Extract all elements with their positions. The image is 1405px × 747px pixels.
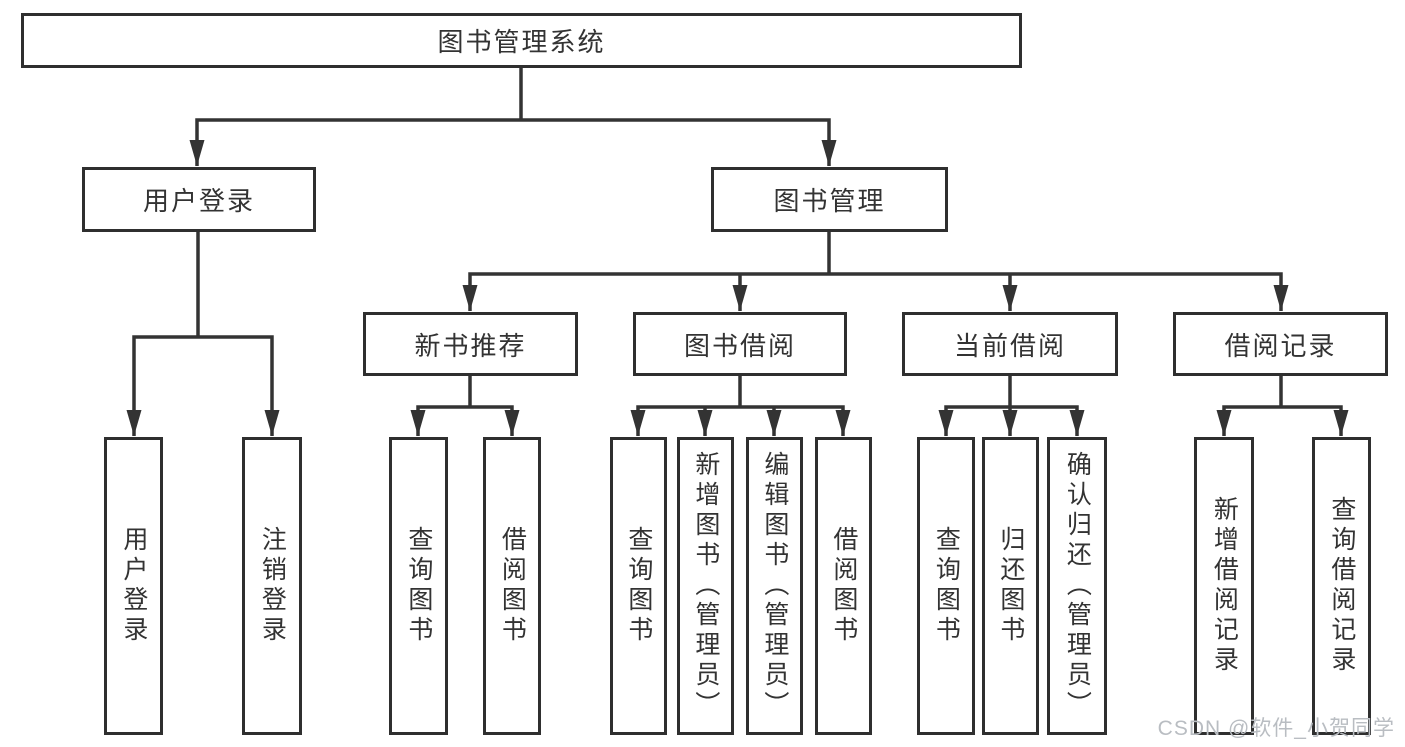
node-root-label: 图书管理系统	[437, 27, 606, 57]
leaf-add-borrow-record-label: 新增借阅记录	[1210, 496, 1239, 676]
node-new-book-recommend-label: 新书推荐	[414, 330, 527, 361]
node-borrow-records-label: 借阅记录	[1224, 330, 1337, 361]
arrowheads	[126, 140, 1349, 436]
arrow-icon	[1069, 410, 1085, 436]
edge-new-book-rail	[416, 374, 514, 436]
leaf-query-books-current: 查询图书	[917, 437, 975, 735]
node-current-borrow: 当前借阅	[902, 312, 1118, 376]
arrow-icon	[630, 410, 646, 436]
leaf-borrow-books-recommend-label: 借阅图书	[498, 526, 527, 646]
edge-level1-rail	[195, 118, 831, 166]
leaf-query-books-borrow: 查询图书	[610, 437, 667, 735]
edge-user-login-rail	[132, 335, 274, 436]
node-new-book-recommend: 新书推荐	[363, 312, 578, 376]
arrow-icon	[835, 410, 851, 436]
arrow-icon	[732, 285, 748, 311]
leaf-query-books-recommend-label: 查询图书	[404, 526, 433, 646]
leaf-return-books: 归还图书	[982, 437, 1039, 735]
leaf-confirm-return-admin: 确认归还（管理员）	[1047, 437, 1107, 735]
edge-borrow-records-rail	[1222, 374, 1343, 436]
arrow-icon	[410, 410, 426, 436]
leaf-add-books-admin: 新增图书（管理员）	[677, 437, 734, 735]
node-book-management: 图书管理	[711, 167, 948, 232]
edge-book-borrow-rail	[636, 374, 845, 436]
node-book-management-label: 图书管理	[773, 186, 886, 216]
leaf-borrow-books-recommend: 借阅图书	[483, 437, 541, 735]
leaf-borrow-books-label: 借阅图书	[829, 526, 858, 646]
node-user-login-group: 用户登录	[82, 167, 316, 232]
arrow-icon	[766, 410, 782, 436]
leaf-edit-books-admin: 编辑图书（管理员）	[746, 437, 803, 735]
leaf-user-login: 用户登录	[104, 437, 163, 735]
leaf-logout-label: 注销登录	[258, 526, 287, 646]
leaf-user-login-label: 用户登录	[119, 526, 148, 646]
leaf-query-books-current-label: 查询图书	[932, 526, 961, 646]
csdn-watermark: CSDN @软件_小贺同学	[1157, 717, 1395, 740]
node-root: 图书管理系统	[21, 13, 1022, 68]
arrow-icon	[1273, 285, 1289, 311]
arrow-icon	[462, 285, 478, 311]
arrow-icon	[189, 140, 205, 166]
arrow-icon	[821, 140, 837, 166]
node-borrow-records: 借阅记录	[1173, 312, 1388, 376]
arrow-icon	[938, 410, 954, 436]
arrow-icon	[504, 410, 520, 436]
leaf-logout: 注销登录	[242, 437, 302, 735]
arrow-icon	[1216, 410, 1232, 436]
leaf-query-books-borrow-label: 查询图书	[624, 526, 653, 646]
leaf-query-borrow-record: 查询借阅记录	[1312, 437, 1371, 735]
leaf-return-books-label: 归还图书	[996, 526, 1025, 646]
arrow-icon	[1002, 410, 1018, 436]
node-book-borrow: 图书借阅	[633, 312, 847, 376]
node-current-borrow-label: 当前借阅	[953, 330, 1066, 361]
edge-book-mgmt-rail	[468, 272, 1283, 311]
node-book-borrow-label: 图书借阅	[683, 330, 796, 361]
arrow-icon	[1333, 410, 1349, 436]
leaf-add-borrow-record: 新增借阅记录	[1194, 437, 1254, 735]
arrow-icon	[697, 410, 713, 436]
arrow-icon	[264, 410, 280, 436]
leaf-add-books-admin-label: 新增图书（管理员）	[691, 451, 720, 721]
leaf-query-books-recommend: 查询图书	[389, 437, 448, 735]
leaf-borrow-books: 借阅图书	[815, 437, 872, 735]
leaf-query-borrow-record-label: 查询借阅记录	[1327, 496, 1356, 676]
leaf-confirm-return-admin-label: 确认归还（管理员）	[1063, 451, 1092, 721]
arrow-icon	[1002, 285, 1018, 311]
node-user-login-group-label: 用户登录	[142, 186, 255, 216]
arrow-icon	[126, 410, 142, 436]
leaf-edit-books-admin-label: 编辑图书（管理员）	[760, 451, 789, 721]
